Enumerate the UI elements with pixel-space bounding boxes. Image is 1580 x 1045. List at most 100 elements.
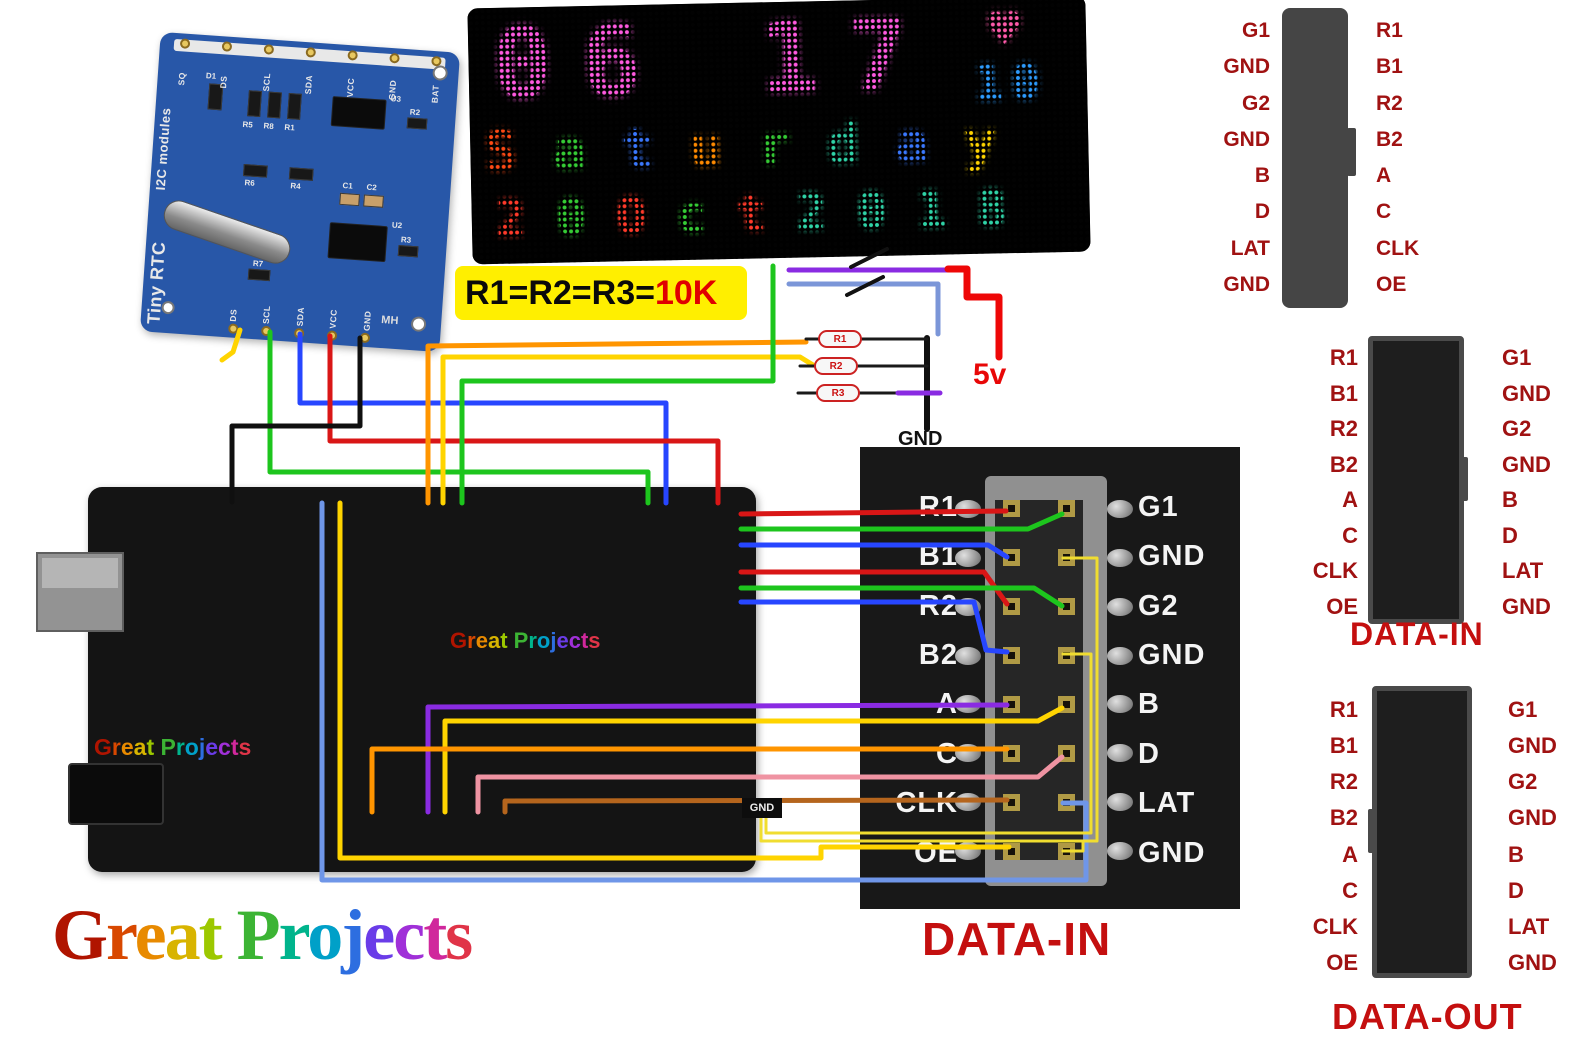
rainbow-char: P: [160, 734, 176, 760]
wire-5v: [944, 265, 1003, 361]
rainbow-char: e: [205, 734, 219, 760]
rainbow-char: o: [536, 628, 551, 653]
panel-pin-label: OE: [914, 836, 958, 869]
part-label-r3: R3: [400, 235, 412, 245]
pin-row: [1107, 597, 1133, 616]
pin-label: R2: [1329, 769, 1358, 795]
pin-row: [1107, 841, 1133, 860]
panel-pin-label: GND: [1138, 836, 1206, 869]
pin-label: GND: [1502, 451, 1551, 477]
pin-label: G1: [1502, 345, 1532, 370]
rtc-bottom-pin-label: VCC: [327, 308, 340, 329]
pin: [1058, 696, 1075, 713]
panel-pin-label: B2: [918, 639, 958, 672]
rtc-bottom-pin-label: SCL: [261, 305, 273, 325]
pin-row: [1003, 549, 1075, 566]
wire-rtc-scl: [267, 329, 651, 506]
pin: [347, 50, 358, 61]
pin-row: [1003, 500, 1075, 517]
pin: [1003, 745, 1020, 762]
pin: [1003, 794, 1020, 811]
pin-row: [955, 793, 981, 812]
pin: [179, 38, 191, 49]
watermark-big: Great Projects: [52, 894, 473, 977]
data-in-title: DATA-IN: [1350, 616, 1484, 652]
rainbow-char: e: [363, 895, 395, 975]
pin: [1107, 793, 1133, 812]
pin-label: B2: [1329, 805, 1358, 831]
pin-label: G2: [1241, 91, 1270, 115]
pin-row: [955, 695, 981, 714]
pin: [955, 793, 981, 812]
pin-row: [955, 548, 981, 567]
rainbow-char: j: [341, 895, 365, 975]
pin-label: R2: [1329, 416, 1358, 442]
rainbow-char: o: [307, 895, 343, 975]
rainbow-char: r: [175, 734, 185, 760]
panel-pin-label: GND: [1138, 639, 1206, 672]
pin-row: [955, 744, 981, 763]
pin-row: [1003, 745, 1075, 762]
pin: [389, 52, 400, 64]
rainbow-char: o: [184, 734, 199, 760]
pin-label: A: [1342, 841, 1358, 867]
pin: [955, 744, 981, 763]
gnd-tag: GND: [742, 798, 782, 818]
pin-label: G2: [1508, 769, 1538, 795]
pin-label: OE: [1326, 593, 1358, 619]
pin-label: GND: [1223, 55, 1270, 79]
pin-row: [955, 841, 981, 860]
wire-slate-top: [786, 281, 941, 337]
pin-label: B2: [1376, 127, 1403, 151]
part-label-c1: C1: [342, 180, 354, 191]
rainbow-char: G: [94, 734, 112, 760]
pin-label: CLK: [1312, 558, 1358, 584]
rainbow-char: e: [556, 628, 569, 653]
pin-row: [955, 597, 981, 616]
pin-label: R1: [1329, 697, 1358, 722]
panel-pin-label: D: [1138, 737, 1160, 770]
pin-label: D: [1254, 200, 1270, 224]
rainbow-char: t: [230, 734, 239, 760]
resistor-note: R1=R2=R3=10K: [455, 266, 747, 320]
watermark-center: Great Projects: [450, 628, 601, 654]
pin: [1003, 500, 1020, 517]
pin-row: [1107, 500, 1133, 518]
pin: [326, 330, 338, 341]
data-in-connector: [1368, 336, 1468, 624]
rainbow-char: t: [423, 895, 447, 975]
pin-row: [955, 500, 981, 518]
pin-row: [1107, 548, 1133, 567]
pin: [359, 332, 371, 344]
rtc-bottom-pin-label: GND: [360, 310, 373, 332]
resistor-r2-rtc: [406, 117, 428, 130]
rainbow-char: a: [164, 895, 201, 975]
pin-label: LAT: [1508, 913, 1550, 939]
pin-row: [1003, 794, 1075, 811]
pin-label: GND: [1223, 272, 1270, 296]
pin-label: B1: [1329, 733, 1358, 759]
rtc-top-pin-label: DS: [218, 75, 230, 89]
pin: [293, 327, 305, 339]
pin: [1003, 843, 1020, 860]
rainbow-char: r: [111, 734, 121, 760]
panel-pin-label: LAT: [1138, 787, 1196, 820]
pin-label: B1: [1376, 55, 1403, 79]
rainbow-char: t: [198, 895, 223, 975]
data-out-connector: [1368, 686, 1472, 978]
pin-label: C: [1342, 522, 1358, 548]
panel-pin-grid: [995, 500, 1083, 860]
pin: [1003, 549, 1020, 566]
resistor-r5: [247, 90, 262, 118]
pin-label: GND: [1508, 805, 1557, 831]
pin: [1058, 647, 1075, 664]
pin-label: R1: [1329, 345, 1358, 370]
part-label-r7: R7: [252, 258, 264, 269]
mount-hole: [432, 64, 449, 81]
rainbow-char: s: [588, 628, 601, 653]
pin-row: [1107, 646, 1133, 665]
